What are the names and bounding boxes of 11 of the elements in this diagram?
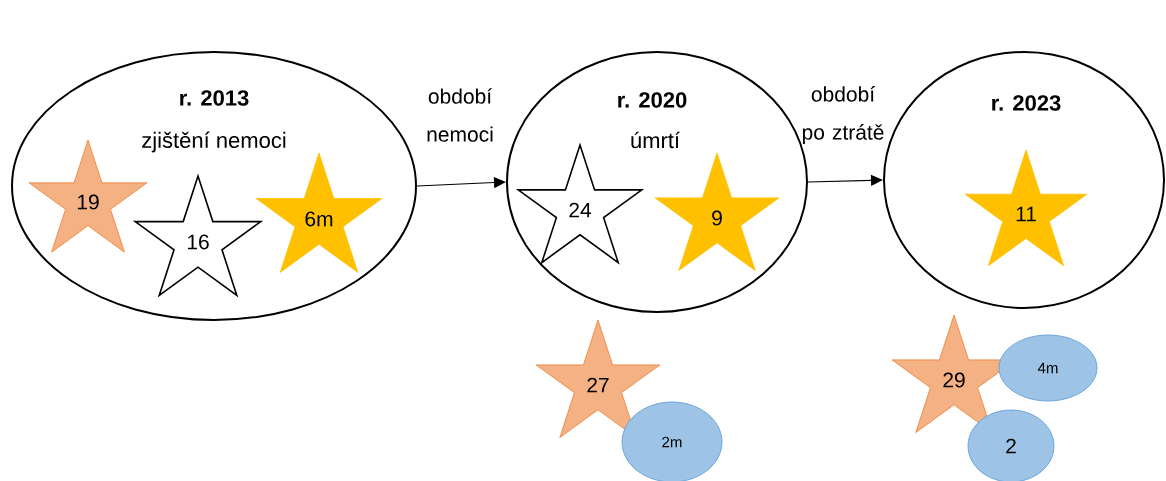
star: 27 [535,319,661,438]
oval: 2m [621,401,723,481]
oval: 2 [967,409,1055,481]
arrow [807,174,883,186]
period-label: období nemoci [427,88,493,142]
star: 29 [891,314,1017,433]
star: 6m [255,152,383,273]
star: 9 [654,152,780,271]
oval: 4m [998,334,1098,402]
star: 11 [964,149,1088,267]
period-label: období po ztrátě [802,86,884,144]
